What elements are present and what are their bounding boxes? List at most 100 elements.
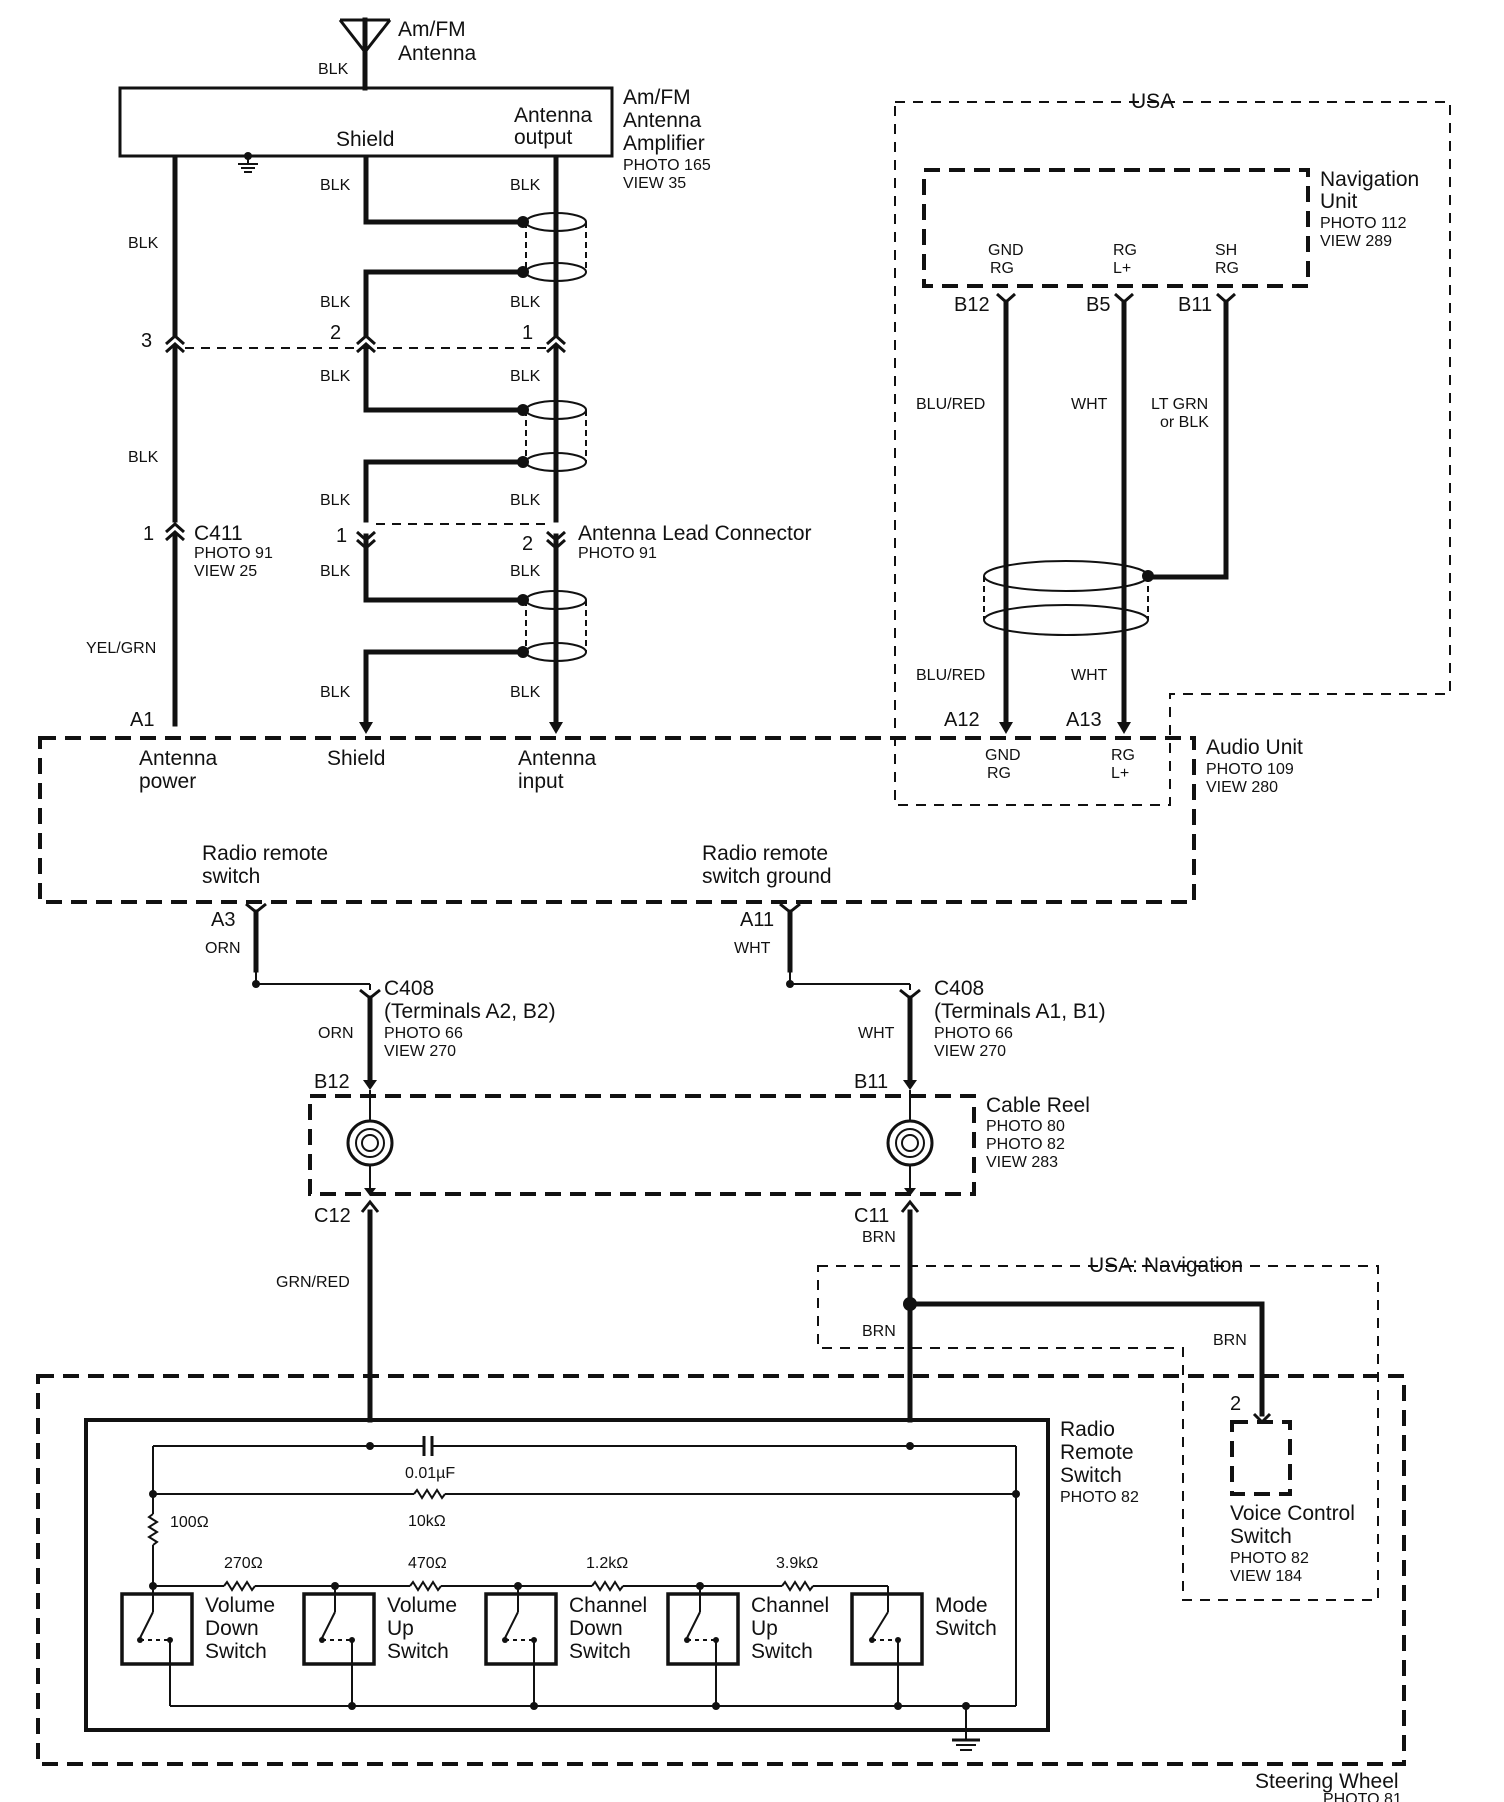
wire-color-lt-grn-1: LT GRN bbox=[1151, 396, 1208, 413]
audio-unit-box bbox=[38, 736, 1196, 904]
switch-channel-up-label-1: Channel bbox=[751, 1594, 829, 1617]
audio-antenna-power-1: Antenna bbox=[139, 747, 218, 770]
pin-b11-nav: B11 bbox=[1178, 294, 1212, 316]
pin-c12: C12 bbox=[314, 1205, 351, 1227]
steering-wheel-box bbox=[36, 1374, 1406, 1766]
navigation-wires bbox=[983, 292, 1236, 734]
switch-channel-down-label-2: Down bbox=[569, 1617, 623, 1640]
audio-antenna-power-2: power bbox=[139, 770, 196, 793]
wire-color-blu-red-2: BLU/RED bbox=[916, 667, 985, 684]
amplifier-output-label-1: Antenna bbox=[514, 104, 593, 127]
switch-volume-down[interactable] bbox=[120, 1586, 194, 1706]
c411-view: VIEW 25 bbox=[194, 563, 257, 580]
switch-volume-up-label-2: Up bbox=[387, 1617, 414, 1640]
voice-pin-2: 2 bbox=[1230, 1393, 1241, 1415]
c411-pin-1: 1 bbox=[143, 523, 154, 545]
c408-right-terminals: (Terminals A1, B1) bbox=[934, 1000, 1106, 1023]
cable-reel-box bbox=[308, 1094, 976, 1196]
wire-color-blu-red-1: BLU/RED bbox=[916, 396, 985, 413]
c408-right-view: VIEW 270 bbox=[934, 1043, 1006, 1060]
audio-antenna-input-2: input bbox=[518, 770, 564, 793]
usa-region-outline bbox=[894, 101, 1451, 806]
radio-remote-switch-photo: PHOTO 82 bbox=[1060, 1489, 1139, 1506]
antenna-power-wire bbox=[165, 155, 185, 727]
switch-mode[interactable] bbox=[850, 1586, 924, 1706]
audio-unit-photo: PHOTO 109 bbox=[1206, 761, 1294, 778]
antenna-label-1: Am/FM bbox=[398, 18, 466, 41]
usa-label: USA bbox=[1131, 90, 1174, 113]
wire-color-blk-output-4: BLK bbox=[510, 492, 541, 509]
usa-navigation-region-outline bbox=[817, 1265, 1379, 1601]
usa-navigation-label: USA: Navigation bbox=[1089, 1254, 1243, 1277]
audio-radio-remote-switch-2: switch bbox=[202, 865, 260, 888]
audio-unit-view: VIEW 280 bbox=[1206, 779, 1278, 796]
switch-volume-up[interactable] bbox=[302, 1586, 376, 1706]
voice-control-view: VIEW 184 bbox=[1230, 1568, 1302, 1585]
switch-channel-down[interactable] bbox=[484, 1586, 558, 1706]
amplifier-title-3: Amplifier bbox=[623, 132, 705, 155]
wire-color-blk-2: BLK bbox=[128, 449, 159, 466]
cable-reel-coil-left-icon bbox=[346, 1090, 394, 1196]
wire-color-blk-output-5: BLK bbox=[510, 563, 541, 580]
navigation-title-1: Navigation bbox=[1320, 168, 1419, 191]
chassis-ground-icon bbox=[952, 1728, 980, 1751]
pin-a1: A1 bbox=[130, 709, 154, 731]
wire-color-blk-shield-6: BLK bbox=[320, 684, 351, 701]
navigation-title-2: Unit bbox=[1320, 190, 1358, 213]
pin-b11-reel: B11 bbox=[854, 1071, 888, 1093]
wire-color-orn-2: ORN bbox=[318, 1025, 354, 1042]
wire-color-blk-1: BLK bbox=[128, 235, 159, 252]
switch-channel-up[interactable] bbox=[666, 1586, 740, 1706]
wire-color-brn-1: BRN bbox=[862, 1229, 896, 1246]
switch-volume-down-label-3: Switch bbox=[205, 1640, 267, 1663]
switch-mode-label-1: Mode bbox=[935, 1594, 988, 1617]
radio-remote-switch-title-3: Switch bbox=[1060, 1464, 1122, 1487]
wire-color-wht-1: WHT bbox=[1071, 396, 1108, 413]
switch-volume-down-label-2: Down bbox=[205, 1617, 259, 1640]
resistor-100-label: 100Ω bbox=[170, 1514, 209, 1531]
steering-wires bbox=[360, 1199, 1272, 1425]
c408-right-label: C408 bbox=[934, 977, 984, 1000]
wire-color-orn-1: ORN bbox=[205, 940, 241, 957]
navigation-photo: PHOTO 112 bbox=[1320, 215, 1407, 232]
wire-color-brn-3: BRN bbox=[1213, 1332, 1247, 1349]
switch-channel-down-label-1: Channel bbox=[569, 1594, 647, 1617]
pin-1: 1 bbox=[522, 322, 533, 344]
amplifier-output-label-2: output bbox=[514, 126, 573, 149]
cable-reel-coil-right-icon bbox=[886, 1090, 934, 1196]
pin-3: 3 bbox=[141, 330, 152, 352]
pin-a13: A13 bbox=[1066, 709, 1102, 731]
pin-2: 2 bbox=[330, 322, 341, 344]
navigation-view: VIEW 289 bbox=[1320, 233, 1392, 250]
amplifier-title-1: Am/FM bbox=[623, 86, 691, 109]
amplifier-view: VIEW 35 bbox=[623, 175, 686, 192]
antenna-wire-color: BLK bbox=[318, 61, 349, 78]
wire-color-blk-output-1: BLK bbox=[510, 177, 541, 194]
audio-pin-rg-2: L+ bbox=[1111, 765, 1129, 782]
pin-a3: A3 bbox=[211, 909, 235, 931]
nav-pin-gnd-1: GND bbox=[988, 242, 1024, 259]
resistor-3k9-label: 3.9kΩ bbox=[776, 1555, 818, 1572]
steering-wheel-photo: PHOTO 81 bbox=[1323, 1791, 1402, 1802]
amplifier-title-2: Antenna bbox=[623, 109, 702, 132]
c411-photo: PHOTO 91 bbox=[194, 545, 273, 562]
cable-reel-view: VIEW 283 bbox=[986, 1154, 1058, 1171]
cable-reel-photo-1: PHOTO 80 bbox=[986, 1118, 1065, 1135]
wire-color-blk-shield-2: BLK bbox=[320, 294, 351, 311]
voice-control-title-2: Switch bbox=[1230, 1525, 1292, 1548]
c408-left-label: C408 bbox=[384, 977, 434, 1000]
wire-color-brn-2: BRN bbox=[862, 1323, 896, 1340]
resistor-470-label: 470Ω bbox=[408, 1555, 447, 1572]
audio-pin-gnd-2: RG bbox=[987, 765, 1011, 782]
antenna-lead-connector-label: Antenna Lead Connector bbox=[578, 522, 812, 545]
switch-channel-down-label-3: Switch bbox=[569, 1640, 631, 1663]
nav-pin-rg-1: RG bbox=[1113, 242, 1137, 259]
switch-channel-up-label-2: Up bbox=[751, 1617, 778, 1640]
c408-left-photo: PHOTO 66 bbox=[384, 1025, 463, 1042]
antenna-shield-and-signal-wires bbox=[356, 155, 587, 734]
antenna-symbol bbox=[338, 17, 392, 91]
nav-pin-gnd-2: RG bbox=[990, 260, 1014, 277]
wire-color-wht-2: WHT bbox=[1071, 667, 1108, 684]
voice-control-switch-box[interactable] bbox=[1230, 1420, 1292, 1496]
antenna-lead-connector-photo: PHOTO 91 bbox=[578, 545, 657, 562]
